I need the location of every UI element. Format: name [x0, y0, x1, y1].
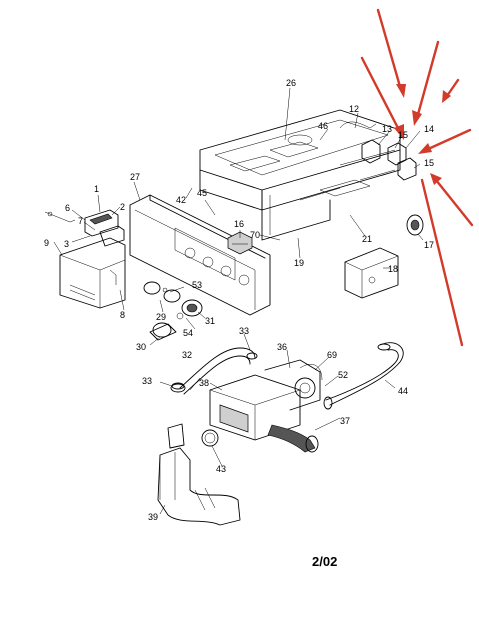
part-label-38: 38	[199, 378, 209, 388]
part-labels: 1 2 3 6 7 8 9 12 13 14 15 15 16 17 18 19…	[44, 78, 434, 522]
part-label-26: 26	[286, 78, 296, 88]
part-label-52: 52	[338, 370, 348, 380]
part-label-9: 9	[44, 238, 49, 248]
pump-assembly	[209, 359, 323, 441]
part-label-2: 2	[120, 202, 125, 212]
part-label-13: 13	[382, 124, 392, 134]
part-label-30: 30	[136, 342, 146, 352]
part-label-33-upper: 33	[239, 326, 249, 336]
leader-lines	[53, 87, 424, 515]
selector-17	[406, 214, 424, 236]
part-label-16: 16	[234, 219, 244, 229]
part-label-8: 8	[120, 310, 125, 320]
sump-hose-39	[157, 423, 241, 526]
part-label-54: 54	[183, 328, 193, 338]
part-label-15-upper: 15	[398, 130, 408, 140]
part-label-39: 39	[148, 512, 158, 522]
part-label-31: 31	[205, 316, 215, 326]
timer-module	[344, 247, 399, 299]
part-label-29: 29	[156, 312, 166, 322]
part-label-15-lower: 15	[424, 158, 434, 168]
switch-cluster	[339, 121, 417, 181]
part-label-36: 36	[277, 342, 287, 352]
part-label-44: 44	[398, 386, 408, 396]
part-label-6: 6	[65, 203, 70, 213]
gasket-43	[201, 429, 219, 447]
knobs	[143, 281, 203, 341]
part-label-17: 17	[424, 240, 434, 250]
part-label-33-lower: 33	[142, 376, 152, 386]
part-label-45: 45	[197, 188, 207, 198]
hose-37	[267, 424, 319, 453]
part-label-69: 69	[327, 350, 337, 360]
control-panel	[129, 194, 271, 316]
part-label-1: 1	[94, 184, 99, 194]
part-label-32: 32	[182, 350, 192, 360]
part-label-37: 37	[340, 416, 350, 426]
part-label-46: 46	[318, 121, 328, 131]
part-label-7: 7	[78, 216, 83, 226]
part-label-42: 42	[176, 195, 186, 205]
page-code: 2/02	[312, 554, 337, 569]
part-label-19: 19	[294, 258, 304, 268]
part-label-18: 18	[388, 264, 398, 274]
hose-44	[323, 342, 404, 410]
clamp-33-lower	[170, 383, 186, 393]
part-label-27: 27	[130, 172, 140, 182]
part-label-53: 53	[192, 280, 202, 290]
part-label-70: 70	[250, 230, 260, 240]
part-label-12: 12	[349, 104, 359, 114]
part-label-14: 14	[424, 124, 434, 134]
console-frame	[199, 109, 401, 241]
part-label-3: 3	[64, 239, 69, 249]
dispenser-drawer	[44, 209, 126, 309]
red-annotation-arrows	[360, 8, 474, 347]
part-label-43: 43	[216, 464, 226, 474]
part-label-21: 21	[362, 234, 372, 244]
